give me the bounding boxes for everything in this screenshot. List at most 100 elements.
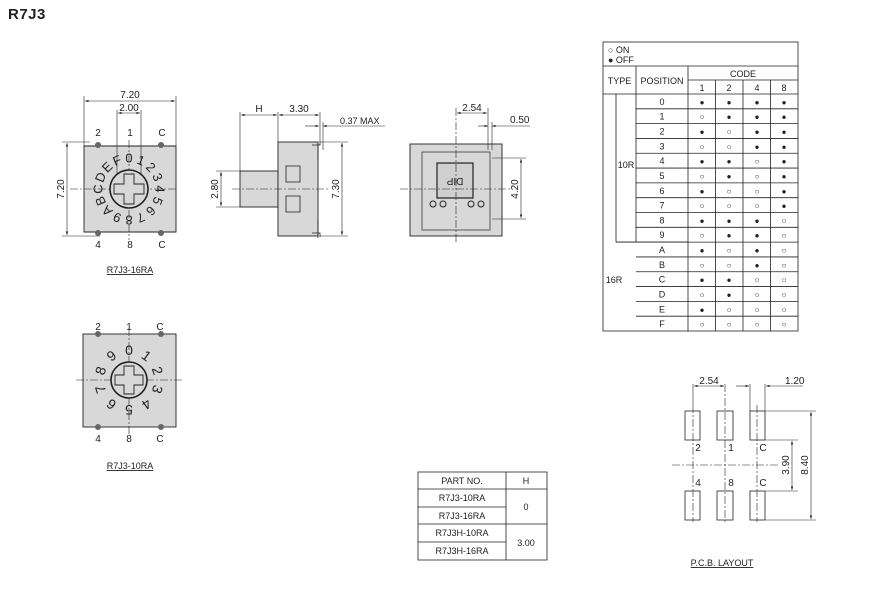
code-cell: ○ <box>782 246 787 255</box>
code-cell: ● <box>782 128 787 137</box>
pin-label: 1 <box>728 443 734 454</box>
dial-label: 0 <box>125 151 132 166</box>
code-cell: ○ <box>782 290 787 299</box>
dial-label: 8 <box>125 212 132 227</box>
dial-label: 5 <box>125 402 133 418</box>
position-cell: D <box>659 289 666 299</box>
code-cell: ○ <box>700 142 705 151</box>
code-cell: ○ <box>727 187 732 196</box>
code-cell: ○ <box>700 202 705 211</box>
part-number: R7J3-16RA <box>439 511 486 521</box>
dim-pitch: 2.00 <box>119 103 139 114</box>
position-cell: 7 <box>659 201 664 211</box>
code-cell: ○ <box>700 261 705 270</box>
pin-label: C <box>759 478 766 489</box>
drawing-side-view: H 3.30 0.37 MAX 2.80 7.30 <box>210 104 385 238</box>
pin-label: 4 <box>95 240 101 251</box>
code-cell: ● <box>782 98 787 107</box>
position-cell: 5 <box>659 171 664 181</box>
code-cell: ● <box>727 231 732 240</box>
pin-label: 1 <box>127 128 133 139</box>
dim-body: 3.30 <box>289 104 309 115</box>
code-cell: ● <box>700 98 705 107</box>
code-cell: ● <box>755 113 760 122</box>
code-cell: ○ <box>727 305 732 314</box>
code-cell: ● <box>782 187 787 196</box>
pin-label: C <box>158 240 165 251</box>
code-cell: ● <box>700 216 705 225</box>
dim-pitch: 2.54 <box>462 103 482 114</box>
page-title: R7J3 <box>8 6 46 23</box>
legend-on: ○ ON <box>608 45 629 55</box>
dim-width: 7.20 <box>120 90 140 101</box>
code-cell: ● <box>782 113 787 122</box>
code-column-header: 8 <box>781 83 786 93</box>
header-code: CODE <box>730 69 756 79</box>
code-cell: ○ <box>782 320 787 329</box>
dim-shaft: 2.80 <box>210 179 221 199</box>
pin-label: 2 <box>95 322 101 333</box>
code-cell: ● <box>782 172 787 181</box>
code-cell: ● <box>755 246 760 255</box>
position-cell: 0 <box>659 97 664 107</box>
code-cell: ● <box>700 187 705 196</box>
pin-label: 8 <box>126 434 132 445</box>
code-cell: ● <box>755 142 760 151</box>
code-cell: ○ <box>700 231 705 240</box>
position-cell: A <box>659 245 665 255</box>
position-cell: 8 <box>659 215 664 225</box>
code-cell: ○ <box>700 290 705 299</box>
code-cell: ● <box>700 157 705 166</box>
code-column-header: 4 <box>754 83 759 93</box>
dim-max: 0.37 MAX <box>340 116 380 126</box>
code-cell: ○ <box>727 128 732 137</box>
code-cell: ● <box>700 276 705 285</box>
code-cell: ○ <box>727 202 732 211</box>
pin-label: C <box>759 443 766 454</box>
type-10r: 10R <box>618 160 635 170</box>
dip-marking: DIP <box>446 175 463 186</box>
code-cell: ○ <box>755 290 760 299</box>
pcb-layout: 2.54 1.20 3.90 8.40 2 1 C 4 8 C P.C.B. L… <box>672 376 816 568</box>
dial-label: 4 <box>152 185 167 192</box>
type-16r: 16R <box>606 275 623 285</box>
code-cell: ● <box>755 231 760 240</box>
part-number: R7J3H-10RA <box>435 528 488 538</box>
pin-label: C <box>158 128 165 139</box>
code-cell: ● <box>727 276 732 285</box>
drawing-back-view: DIP 2.54 0.50 4.20 <box>400 103 530 244</box>
header-position: POSITION <box>640 76 683 86</box>
code-cell: ● <box>755 128 760 137</box>
code-cell: ○ <box>782 216 787 225</box>
code-cell: ○ <box>755 320 760 329</box>
code-cell: ○ <box>700 320 705 329</box>
code-cell: ● <box>700 128 705 137</box>
position-cell: C <box>659 275 666 285</box>
code-cell: ● <box>782 202 787 211</box>
position-cell: 9 <box>659 230 664 240</box>
code-cell: ○ <box>755 157 760 166</box>
code-cell: ○ <box>782 276 787 285</box>
caption-pcb-layout: P.C.B. LAYOUT <box>691 558 754 568</box>
code-cell: ● <box>727 157 732 166</box>
legend-off: ● OFF <box>608 55 634 65</box>
part-number: R7J3H-16RA <box>435 546 488 556</box>
code-cell: ● <box>727 113 732 122</box>
dial-label: C <box>91 184 106 193</box>
code-cell: ● <box>782 157 787 166</box>
code-cell: ● <box>727 98 732 107</box>
dim-inner: 3.90 <box>781 455 792 475</box>
code-cell: ● <box>727 290 732 299</box>
code-column-header: 1 <box>699 83 704 93</box>
code-cell: ● <box>755 261 760 270</box>
code-cell: ○ <box>727 142 732 151</box>
pin-label: 2 <box>95 128 101 139</box>
code-cell: ○ <box>700 172 705 181</box>
position-cell: 1 <box>659 112 664 122</box>
dial-label: 0 <box>125 342 133 358</box>
position-cell: 6 <box>659 186 664 196</box>
code-cell: ○ <box>755 202 760 211</box>
